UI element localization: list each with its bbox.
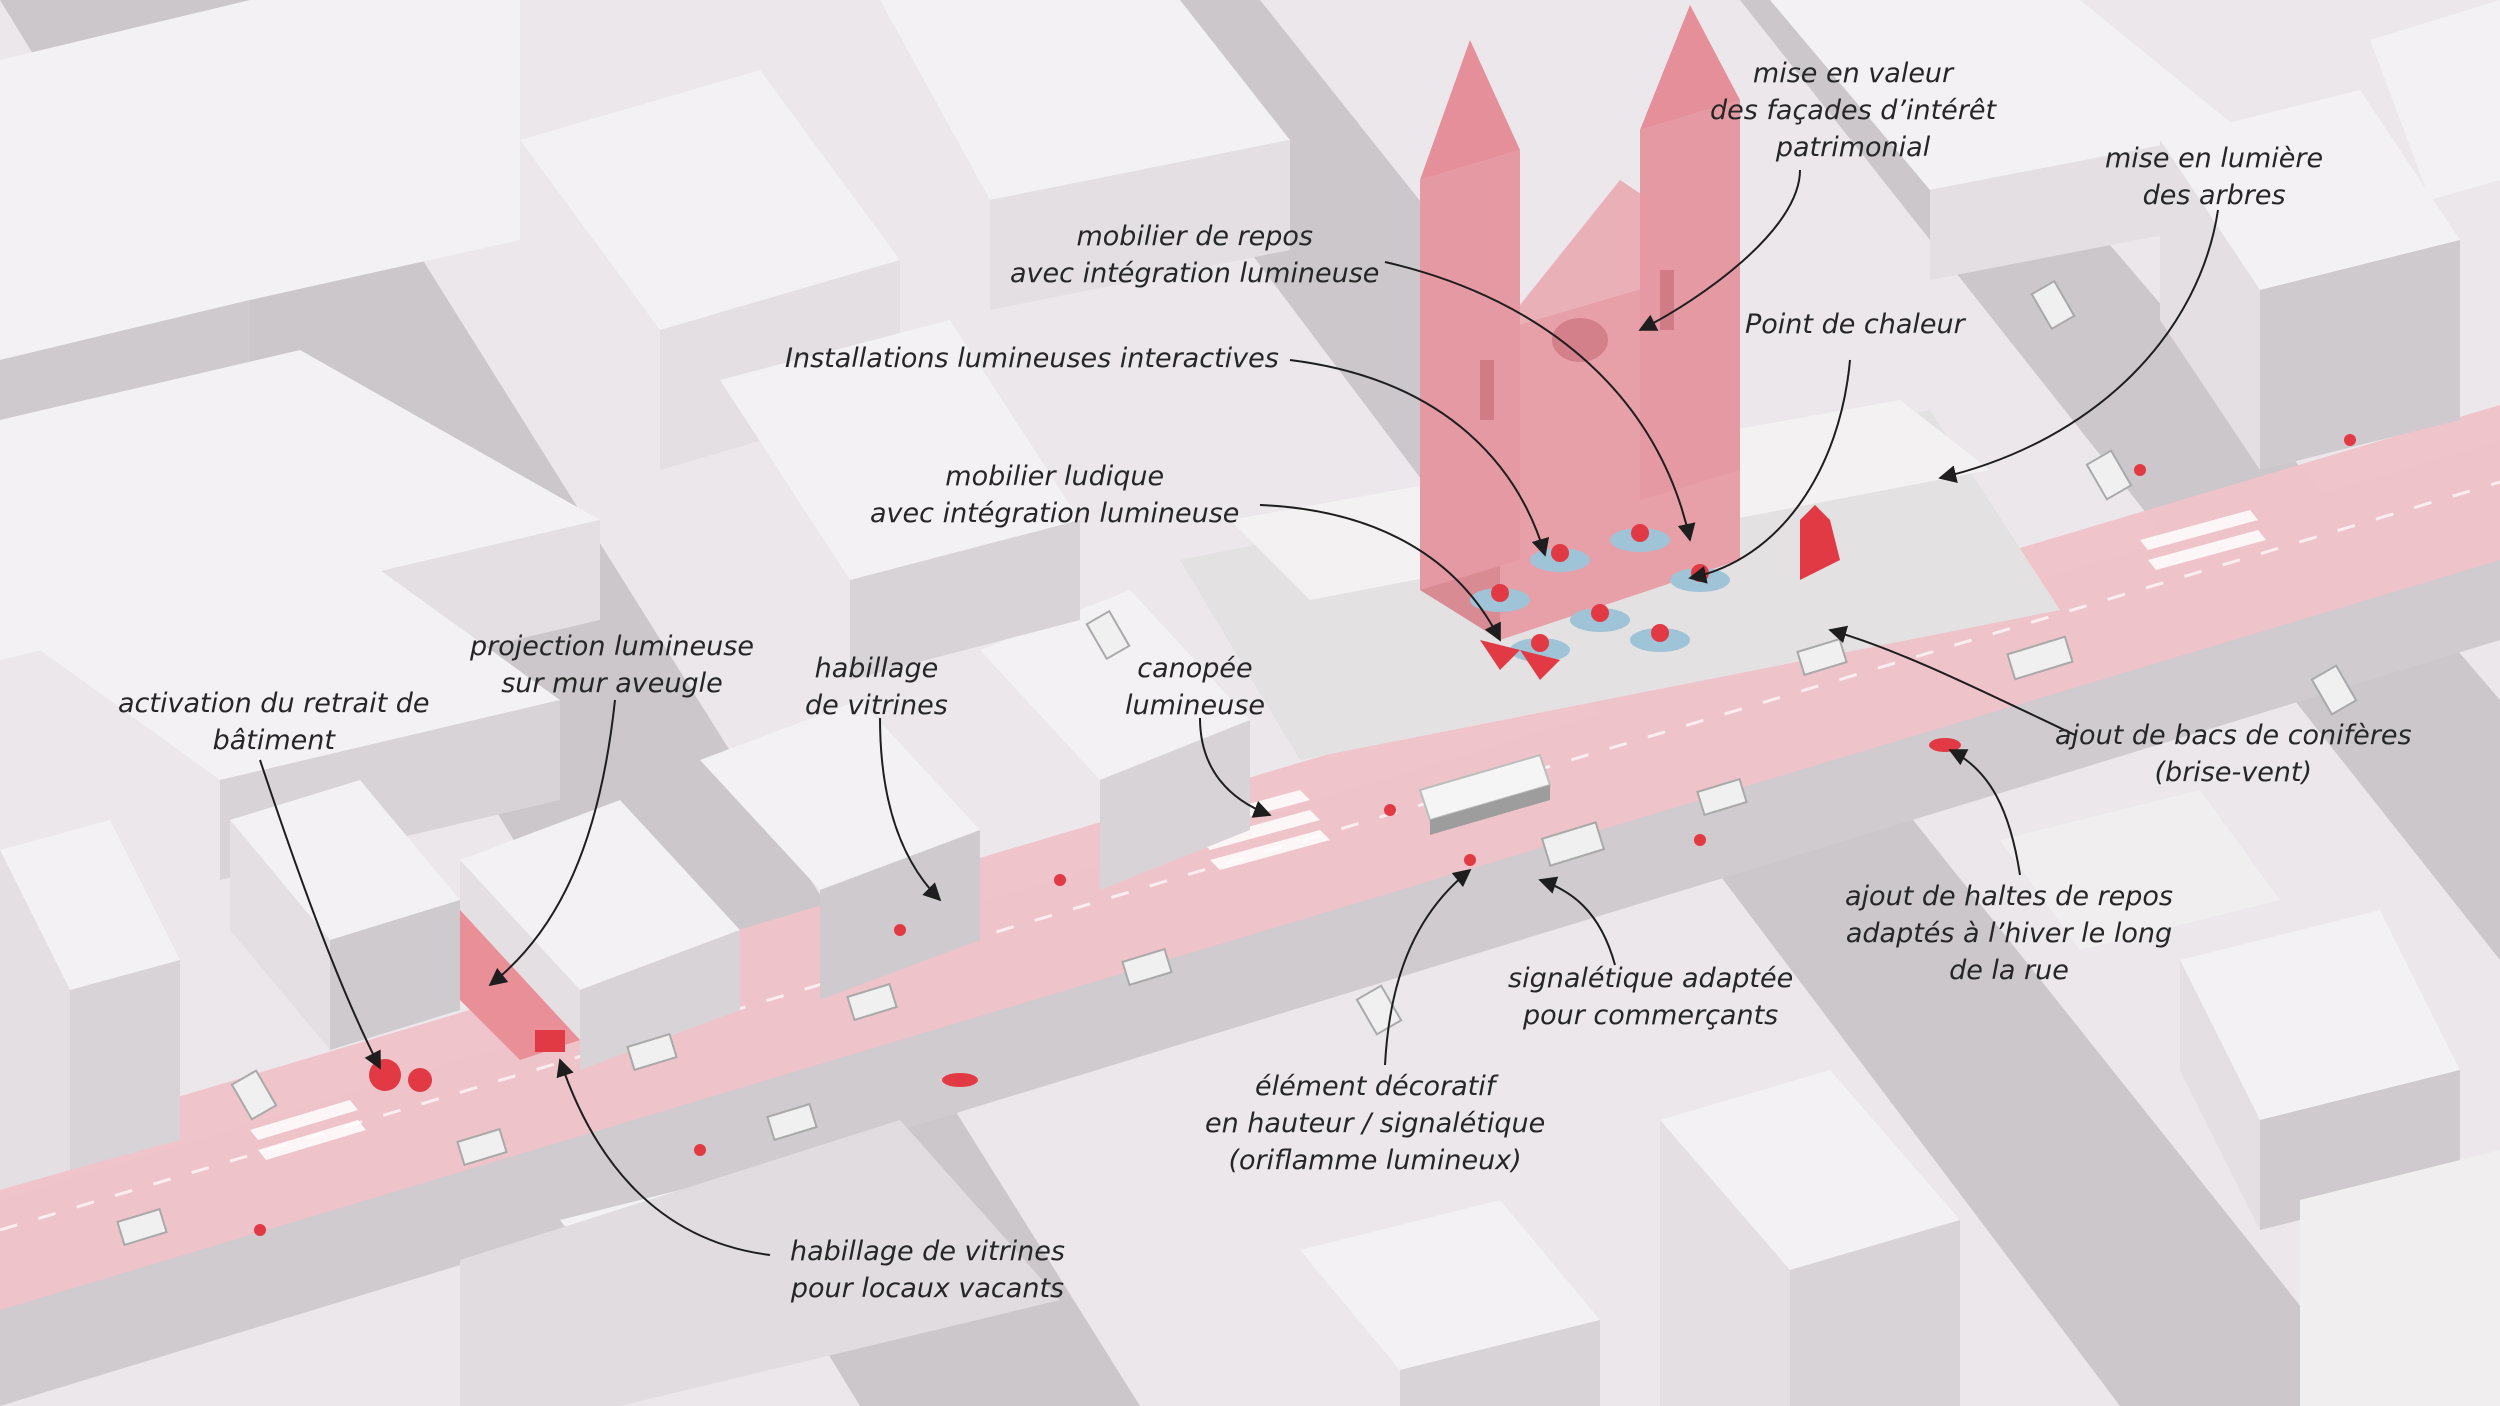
annotation-activation: activation du retrait de bâtiment — [118, 688, 430, 756]
cars — [116, 279, 2358, 1247]
leader-mobilier-repos — [1384, 261, 1696, 542]
leader-installations — [1289, 359, 1550, 557]
leader-ludique — [1259, 504, 1501, 642]
annotation-arbres: mise en lumière des arbres — [2105, 143, 2324, 211]
leader-signaletique — [1538, 876, 1616, 966]
leader-haltes — [1948, 749, 2021, 876]
bus — [1418, 753, 1552, 835]
leader-habillage — [879, 717, 942, 902]
leader-oriflamme — [1384, 868, 1472, 1066]
leader-facades — [1638, 169, 1801, 331]
annotation-projection: projection lumineuse sur mur aveugle — [470, 631, 754, 699]
annotation-coniferes: ajout de bacs de conifères (brise-vent) — [2055, 720, 2412, 788]
annotation-habillage: habillage de vitrines — [805, 653, 948, 721]
plaza-installations — [1470, 505, 1840, 680]
annotation-mobilier-repos: mobilier de repos avec intégration lumin… — [1010, 221, 1380, 289]
leader-lines — [259, 169, 2219, 1256]
lane-markings — [0, 480, 2500, 1232]
annotation-ludique: mobilier ludique avec intégration lumine… — [870, 461, 1240, 529]
annotation-canopee: canopée lumineuse — [1125, 653, 1265, 721]
leader-vacants — [556, 1058, 771, 1256]
annotation-haltes: ajout de haltes de repos adaptés à l’hiv… — [1845, 881, 2173, 986]
annotation-signaletique: signalétique adaptée pour commerçants — [1508, 963, 1794, 1031]
annotation-installations: Installations lumineuses interactives — [785, 343, 1279, 374]
leader-activation — [259, 759, 381, 1070]
leader-arbres — [1938, 209, 2219, 484]
leader-projection — [488, 699, 616, 987]
annotation-chaleur: Point de chaleur — [1745, 309, 1965, 340]
leader-coniferes — [1828, 625, 2076, 736]
annotation-oriflamme: élément décoratif en hauteur / signaléti… — [1205, 1071, 1546, 1176]
annotation-facades: mise en valeur des façades d’intérêt pat… — [1710, 58, 1997, 163]
annotation-vacants: habillage de vitrines pour locaux vacant… — [790, 1236, 1065, 1304]
leader-canopee — [1199, 717, 1272, 818]
leader-chaleur — [1688, 359, 1851, 584]
